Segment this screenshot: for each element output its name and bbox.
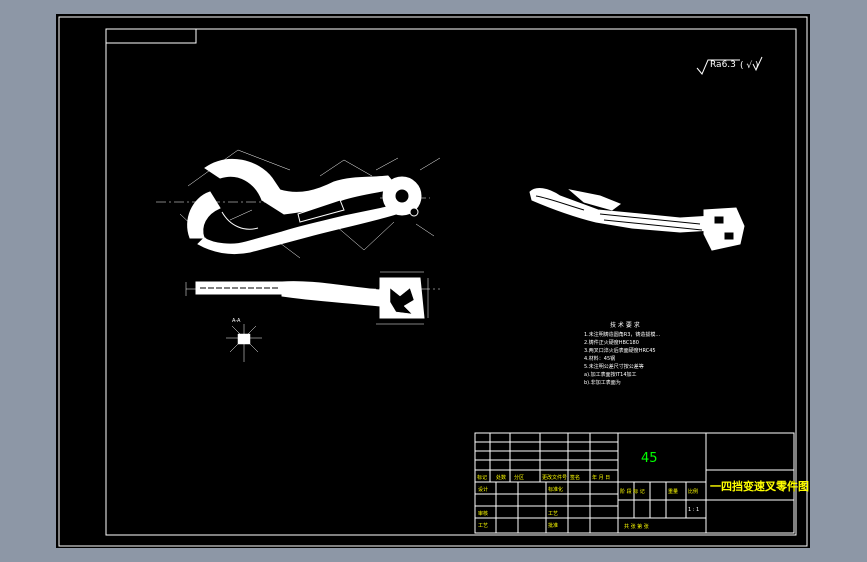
tb-label-standardize: 标准化 [548,486,563,493]
tb-label-design: 设计 [478,486,488,493]
tb-label-review: 审核 [478,510,488,517]
tb-label-process: 工艺 [548,511,558,517]
tech-req-item-7: b).非加工表面为 [584,379,621,386]
drawing-sheet [56,14,810,548]
tb-label-zone: 分区 [514,474,524,481]
tb-weight-label: 重量 [668,488,678,495]
roughness-value: Ra6.3 [710,60,736,70]
material-value: 45 [641,451,658,466]
tech-req-item-3: 3.两叉口淬火后表面硬度HRC45 [584,347,656,354]
tb-stage-label: 阶 段 标 记 [620,488,645,495]
section-view: A-A [226,318,262,362]
fork-front-view [156,149,441,259]
fork-isometric-view [529,188,745,251]
tb-scale-value: 1 : 1 [688,507,699,513]
tb-label-date: 年 月 日 [592,474,610,481]
title-block [474,432,795,534]
tech-req-item-1: 1.未注明铸造圆角R3，铸造拔模... [584,331,661,338]
tb-sheet-label: 共 张 第 张 [624,523,649,530]
roughness-symbol [696,56,763,75]
tb-label-craft: 工艺 [478,523,488,529]
tb-scale-label: 比例 [688,488,698,495]
drawing-frame [105,28,797,536]
tb-label-count: 处数 [496,474,506,481]
tech-requirements: 技 术 要 求 1.未注明铸造圆角R3，铸造拔模... 2.铸件正火硬度HBC1… [584,321,661,386]
roughness-suffix: ( √ ) [740,60,758,71]
tb-label-sign: 签名 [570,474,580,481]
fork-top-view [185,271,440,325]
part-name: 一四挡变速叉零件图 [710,479,809,493]
tb-label-marks: 标记 [477,474,487,481]
tb-label-approve: 批准 [548,522,558,529]
sheet-border [58,16,808,547]
tech-req-item-4: 4.材料：45钢 [584,355,615,362]
drawing-number-box [105,28,197,44]
tech-req-item-2: 2.铸件正火硬度HBC180 [584,339,639,346]
section-label: A-A [232,318,241,324]
tech-requirements-title: 技 术 要 求 [610,321,640,329]
tech-req-item-6: a).加工表面按IT14加工 [584,371,637,378]
tb-label-change-doc: 更改文件号 [542,474,567,481]
tech-req-item-5: 5.未注明公差尺寸按公差等 [584,363,644,370]
